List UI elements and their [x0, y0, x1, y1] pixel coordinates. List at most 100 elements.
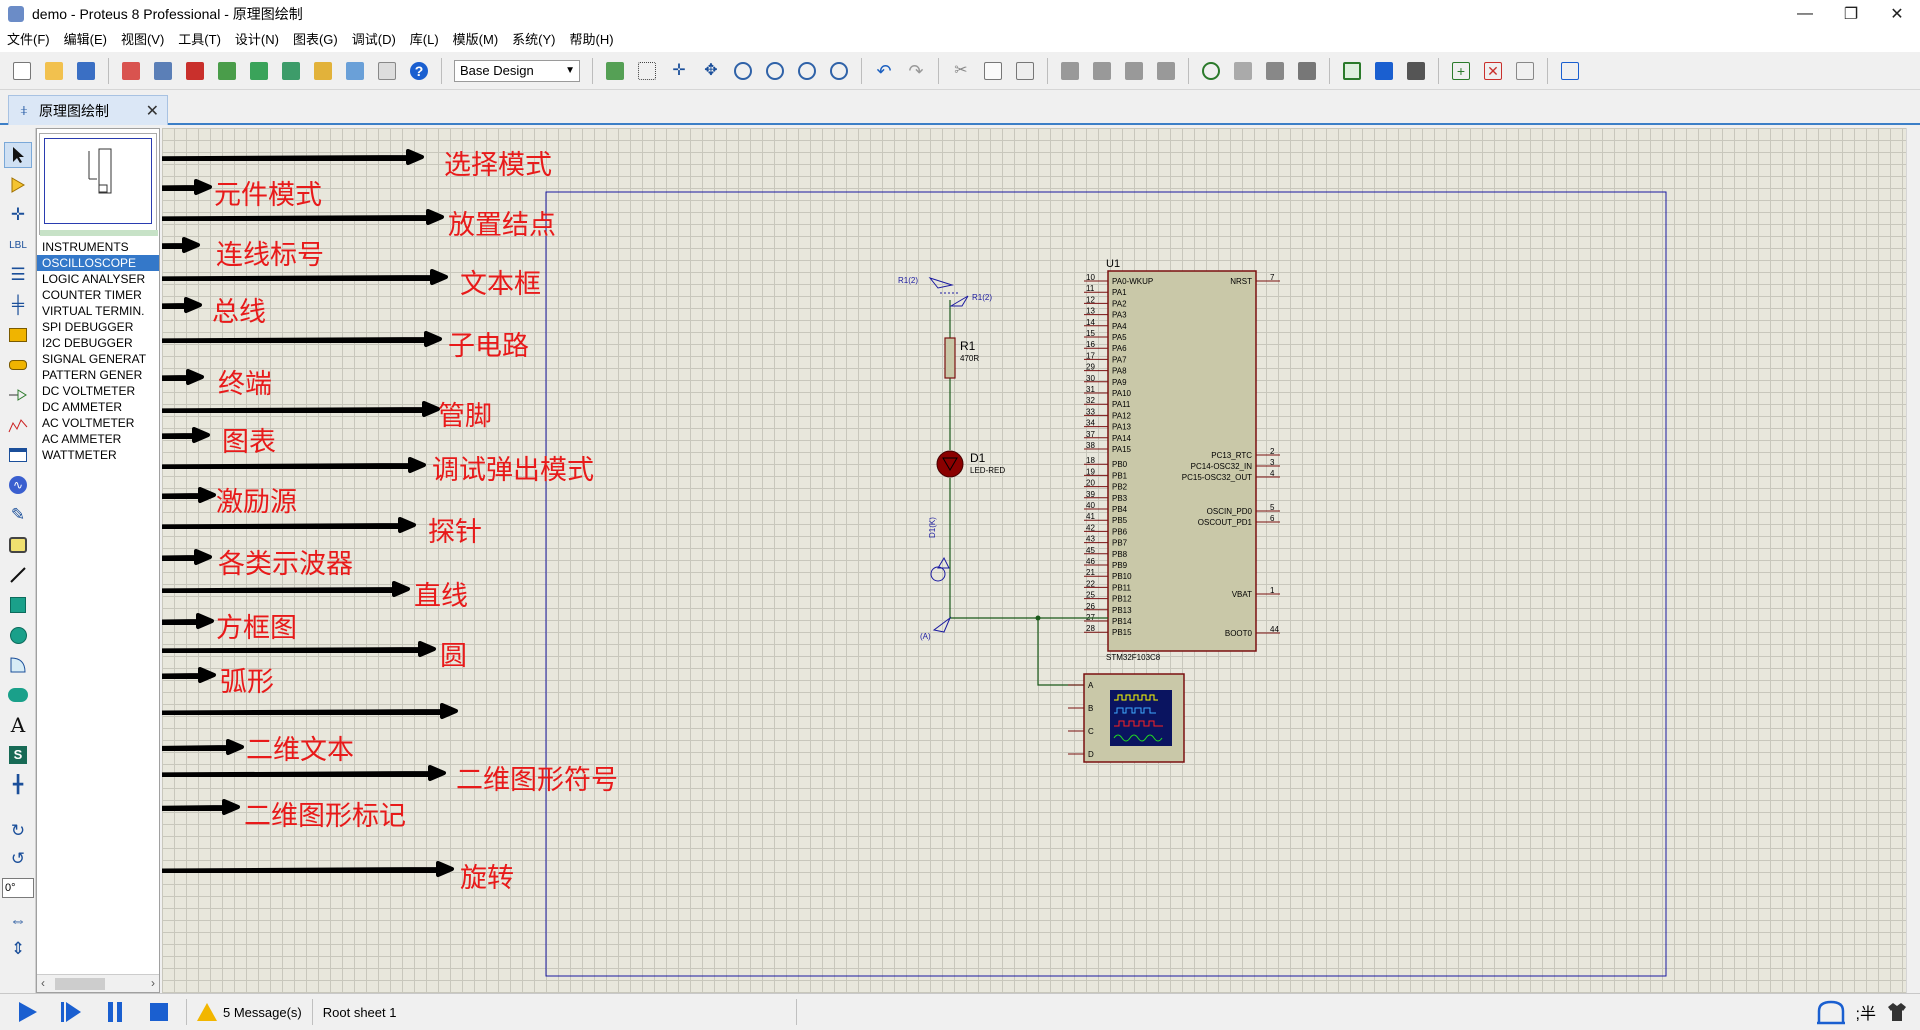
wire-autorouter-icon[interactable]: [1339, 58, 1365, 84]
arc-icon[interactable]: [4, 652, 32, 678]
decompose-icon[interactable]: [1294, 58, 1320, 84]
voltage-probes[interactable]: [928, 277, 969, 633]
device-list-item[interactable]: SPI DEBUGGER: [42, 320, 134, 334]
paste-icon[interactable]: [1012, 58, 1038, 84]
design-explorer-icon[interactable]: [278, 58, 304, 84]
minimize-button[interactable]: —: [1797, 5, 1813, 22]
3d-view-icon[interactable]: [214, 58, 240, 84]
block-copy-icon[interactable]: [1057, 58, 1083, 84]
search-tag-icon[interactable]: [1371, 58, 1397, 84]
block-move-icon[interactable]: [1089, 58, 1115, 84]
packaging-tool-icon[interactable]: [1262, 58, 1288, 84]
rotate-anticlockwise-icon[interactable]: ↺: [10, 849, 26, 868]
device-list-item[interactable]: SIGNAL GENERAT: [42, 352, 147, 366]
pan-icon[interactable]: ✥: [704, 61, 718, 79]
circle-icon[interactable]: [4, 622, 32, 648]
pause-button[interactable]: [98, 997, 132, 1027]
wire-label-icon[interactable]: LBL: [9, 239, 27, 251]
play-button[interactable]: [10, 997, 44, 1027]
vertical-scrollbar[interactable]: [1906, 128, 1920, 993]
symbol-icon[interactable]: S: [4, 742, 32, 768]
marker-icon[interactable]: ╋: [12, 775, 24, 794]
menu-template[interactable]: 模版(M): [452, 32, 499, 47]
exit-to-parent-icon[interactable]: [1512, 58, 1538, 84]
origin-icon[interactable]: ✛: [672, 61, 686, 79]
device-list-item[interactable]: DC VOLTMETER: [42, 384, 136, 398]
zoom-all-icon[interactable]: [794, 58, 820, 84]
device-list-item[interactable]: AC AMMETER: [42, 432, 122, 446]
device-list-item[interactable]: WATTMETER: [42, 448, 117, 462]
text-tool-icon[interactable]: A: [10, 713, 26, 737]
device-list-item[interactable]: PATTERN GENER: [42, 368, 143, 382]
box-icon[interactable]: [4, 592, 32, 618]
undo-icon[interactable]: ↶: [876, 60, 892, 81]
generator-icon[interactable]: ∿: [4, 472, 32, 498]
property-assignment-icon[interactable]: [1403, 58, 1429, 84]
menu-file[interactable]: 文件(F): [7, 32, 50, 47]
copy-icon[interactable]: [980, 58, 1006, 84]
overview-window[interactable]: [39, 133, 158, 236]
new-file-icon[interactable]: [9, 58, 35, 84]
line-icon[interactable]: [4, 562, 32, 588]
source-code-icon[interactable]: [342, 58, 368, 84]
menu-design[interactable]: 设计(N): [234, 32, 279, 47]
bus-icon[interactable]: ╪: [11, 295, 25, 314]
rotate-clockwise-icon[interactable]: ↻: [10, 821, 26, 840]
grid-toggle-icon[interactable]: [634, 58, 660, 84]
redo-icon[interactable]: ↷: [908, 60, 924, 81]
device-list-item[interactable]: LOGIC ANALYSER: [42, 272, 146, 286]
resistor-r1[interactable]: R1 470R: [944, 337, 979, 379]
mirror-vertical-icon[interactable]: ⇕: [10, 939, 26, 958]
graph-icon[interactable]: [4, 412, 32, 438]
probe-icon[interactable]: ✎: [10, 505, 26, 524]
device-list-item[interactable]: AC VOLTMETER: [42, 416, 135, 430]
component-mode-icon[interactable]: [4, 172, 32, 198]
led-d1[interactable]: D1 LED-RED: [936, 450, 1005, 478]
device-list-item[interactable]: I2C DEBUGGER: [42, 336, 133, 350]
zoom-area-icon[interactable]: [826, 58, 852, 84]
device-list-item[interactable]: INSTRUMENTS: [42, 240, 129, 254]
menu-graph[interactable]: 图表(G): [292, 32, 338, 47]
open-folder-icon[interactable]: [41, 58, 67, 84]
active-popup-icon[interactable]: [4, 442, 32, 468]
electrical-rule-check-icon[interactable]: [1557, 58, 1583, 84]
scroll-thumb[interactable]: [55, 978, 105, 990]
cut-icon[interactable]: ✂: [954, 61, 968, 79]
new-sheet-icon[interactable]: +: [1448, 58, 1474, 84]
zoom-in-icon[interactable]: [730, 58, 756, 84]
home-icon[interactable]: [118, 58, 144, 84]
device-list-item[interactable]: COUNTER TIMER: [42, 288, 142, 302]
menu-help[interactable]: 帮助(H): [569, 32, 614, 47]
menu-library[interactable]: 库(L): [409, 32, 439, 47]
help-icon[interactable]: ?: [406, 58, 432, 84]
pcb-icon[interactable]: [182, 58, 208, 84]
gerber-icon[interactable]: [246, 58, 272, 84]
ime-indicator[interactable]: ;半: [1816, 998, 1908, 1026]
menu-view[interactable]: 视图(V): [120, 32, 165, 47]
zoom-out-icon[interactable]: [762, 58, 788, 84]
pick-device-icon[interactable]: [1198, 58, 1224, 84]
messages-indicator[interactable]: 5 Message(s): [197, 1003, 302, 1021]
make-device-icon[interactable]: [1230, 58, 1256, 84]
device-pin-icon[interactable]: [4, 382, 32, 408]
mirror-horizontal-icon[interactable]: ⇔: [9, 911, 27, 930]
menu-system[interactable]: 系统(Y): [512, 32, 556, 47]
refresh-icon[interactable]: [602, 58, 628, 84]
menu-tools[interactable]: 工具(T): [178, 32, 221, 47]
chevron-left-icon[interactable]: ‹: [41, 976, 45, 990]
text-script-icon[interactable]: ☰: [10, 265, 26, 284]
design-variant-select[interactable]: Base Design ▼: [454, 59, 580, 82]
instrument-icon[interactable]: [4, 532, 32, 558]
remove-sheet-icon[interactable]: ✕: [1480, 58, 1506, 84]
menu-edit[interactable]: 编辑(E): [63, 32, 107, 47]
close-icon[interactable]: ✕: [145, 102, 159, 120]
bom-icon[interactable]: [310, 58, 336, 84]
closed-path-icon[interactable]: [4, 682, 32, 708]
restore-button[interactable]: ❐: [1843, 6, 1859, 23]
device-list-item[interactable]: DC AMMETER: [42, 400, 123, 414]
subcircuit-icon[interactable]: [4, 322, 32, 348]
rotation-angle-input[interactable]: 0°: [2, 878, 34, 898]
device-list-item[interactable]: VIRTUAL TERMIN.: [42, 304, 145, 318]
